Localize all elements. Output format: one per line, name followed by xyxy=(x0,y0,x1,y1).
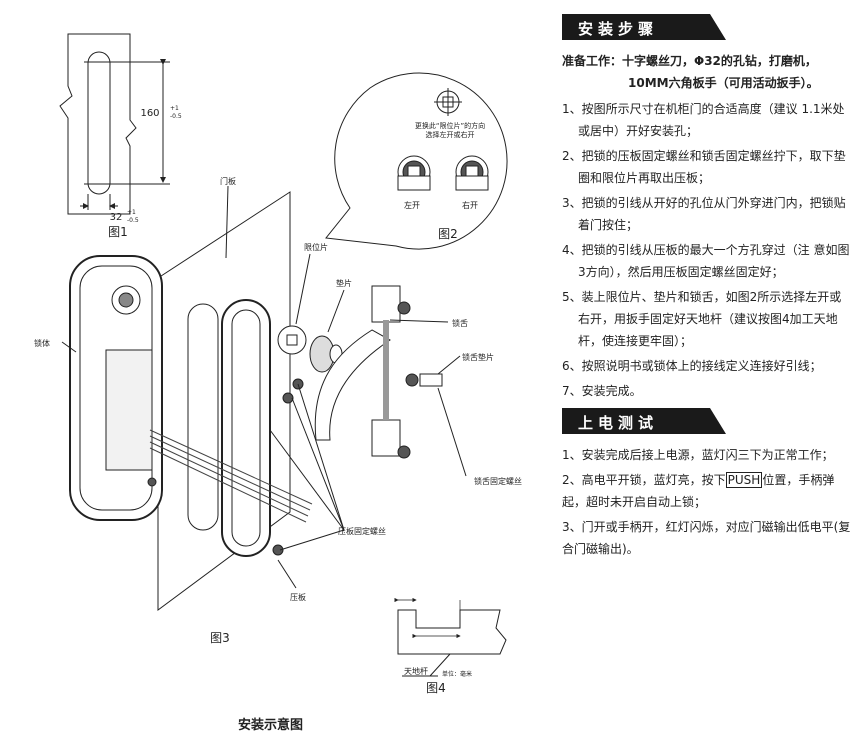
fig4-label: 图4 xyxy=(426,681,446,695)
fig3-label: 图3 xyxy=(210,631,230,645)
prep-line2: 10MM六角板手（可用活动扳手）。 xyxy=(628,76,819,90)
figure-3 xyxy=(61,185,467,611)
test-line: 3、门开或手柄开，红灯闪烁，对应门磁输出低电平(复合门磁输出)。 xyxy=(562,520,851,556)
fig1-width-tol-bot: -0.5 xyxy=(127,217,139,224)
install-step: 7、安装完成。 xyxy=(562,384,642,398)
test-title: 上电测试 xyxy=(578,414,659,432)
fig4-rod-label: 天地杆 xyxy=(404,666,428,676)
fig1-height-dim: 160 xyxy=(140,108,159,119)
test-line2-a: 2、高电平开锁，蓝灯亮，按下 xyxy=(562,473,726,487)
fig2-note-line1: 更换此“限位片”的方向 xyxy=(415,121,485,130)
install-step: 5、装上限位片、垫片和锁舌，如图2所示选择左开或右开，用扳手固定好天地杆（建议按… xyxy=(562,290,842,348)
fig3-label-lock-body: 锁体 xyxy=(34,338,50,348)
install-title: 安装步骤 xyxy=(578,20,659,38)
fig3-label-lock-tongue: 锁舌 xyxy=(452,318,468,328)
test-section-header: 上电测试 xyxy=(562,408,726,434)
figure-2 xyxy=(325,72,508,250)
fig3-label-press-plate: 压板 xyxy=(290,592,306,602)
fig2-label: 图2 xyxy=(438,227,458,241)
fig3-label-tongue-gasket: 锁舌垫片 xyxy=(462,352,494,362)
diagram-caption: 安装示意图 xyxy=(238,718,304,733)
install-step: 6、按照说明书或锁体上的接线定义连接好引线； xyxy=(562,359,822,373)
prep-line1: 准备工作：十字螺丝刀，Φ32的孔钻，打磨机， xyxy=(562,54,817,68)
instructions-panel: 安装步骤 准备工作：十字螺丝刀，Φ32的孔钻，打磨机， 10MM六角板手（可用活… xyxy=(562,14,852,563)
fig1-height-tol-top: +1 xyxy=(170,105,179,112)
install-step: 2、把锁的压板固定螺丝和锁舌固定螺丝拧下，取下垫圈和限位片再取出压板； xyxy=(562,149,846,185)
figure-4 xyxy=(394,597,507,677)
test-line: 1、安装完成后接上电源，蓝灯闪三下为正常工作； xyxy=(562,448,834,462)
fig2-left-lock-icon xyxy=(397,155,431,191)
install-step: 3、把锁的引线从开好的孔位从门外穿进门内，把锁贴着门按住； xyxy=(562,196,846,232)
fig1-width-tol-top: +1 xyxy=(127,209,136,216)
install-steps: 1、按图所示尺寸在机柜门的合适高度（建议 1.1米处或居中）开好安装孔； 2、把… xyxy=(562,98,852,402)
fig3-label-plate-screw: 压板固定螺丝 xyxy=(338,526,386,536)
fig2-right-open-label: 右开 xyxy=(462,200,478,210)
fig1-width-dim: 32 xyxy=(110,212,123,223)
fig1-label: 图1 xyxy=(108,225,128,239)
fig2-right-lock-icon xyxy=(455,155,489,191)
install-section-header: 安装步骤 xyxy=(562,14,726,40)
install-step: 1、按图所示尺寸在机柜门的合适高度（建议 1.1米处或居中）开好安装孔； xyxy=(562,102,845,138)
installation-diagram: 160 +1 -0.5 32 +1 -0.5 图1 更换此“限位片”的方向 选择… xyxy=(34,33,522,695)
fig2-left-open-label: 左开 xyxy=(404,200,420,210)
fig3-label-door-panel: 门板 xyxy=(220,176,236,186)
fig1-height-tol-bot: -0.5 xyxy=(170,113,182,120)
prep-text: 准备工作：十字螺丝刀，Φ32的孔钻，打磨机， 10MM六角板手（可用活动扳手）。 xyxy=(562,50,852,94)
fig3-label-limit-plate: 限位片 xyxy=(304,242,328,252)
test-line2-b: 位置，手柄弹起，超时未开启自动上锁； xyxy=(562,473,835,509)
figure-1 xyxy=(59,33,170,215)
install-step: 4、把锁的引线从压板的最大一个方孔穿过（注 意如图3方向），然后用压板固定螺丝固… xyxy=(562,243,850,279)
fig3-label-gasket: 垫片 xyxy=(336,278,352,288)
fig4-unit: 单位：毫米 xyxy=(442,670,472,678)
push-label: PUSH xyxy=(725,472,763,488)
fig3-label-tongue-screw: 锁舌固定螺丝 xyxy=(474,476,522,486)
fig2-note-line2: 选择左开或右开 xyxy=(426,130,475,139)
